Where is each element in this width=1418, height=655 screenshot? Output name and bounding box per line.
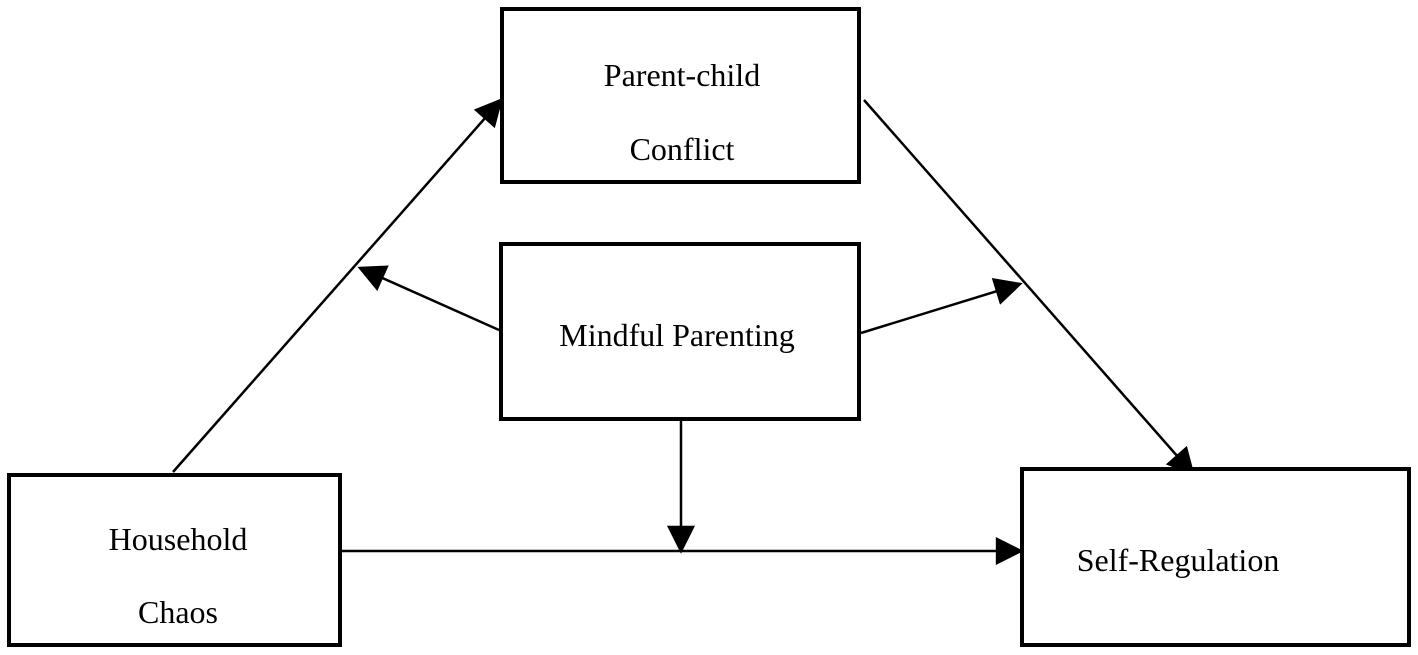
node-mindful-parenting-label: Mindful Parenting — [559, 317, 795, 353]
node-mindful-parenting: Mindful Parenting — [499, 242, 861, 421]
arrow-conflict-to-selfreg — [863, 99, 1195, 477]
arrow-chaos-to-conflict — [172, 97, 503, 473]
node-self-regulation-label: Self-Regulation — [1076, 542, 1280, 578]
arrow-mindful-to-right-path — [860, 278, 1023, 335]
node-parent-child-conflict-label-line2: Conflict — [629, 131, 735, 167]
node-self-regulation: Self-Regulation — [1020, 467, 1411, 647]
node-household-chaos: Household Chaos — [7, 473, 342, 647]
arrow-mindful-to-left-path — [357, 265, 500, 332]
node-parent-child-conflict-label-line1: Parent-child — [603, 57, 761, 93]
node-household-chaos-label-line2: Chaos — [138, 594, 218, 630]
node-household-chaos-label-line1: Household — [108, 521, 248, 557]
node-parent-child-conflict: Parent-child Conflict — [500, 7, 861, 184]
